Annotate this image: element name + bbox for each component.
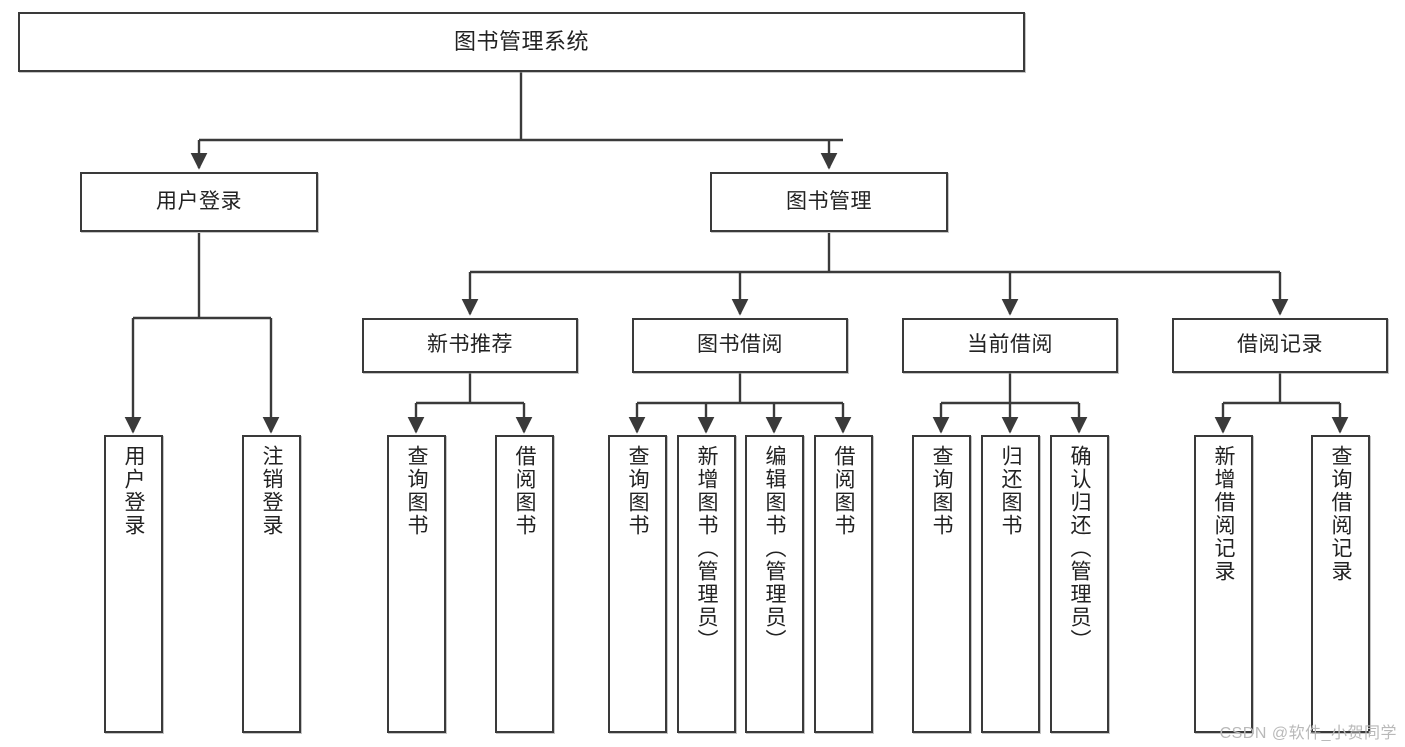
node-label: 查询图书 [405,445,428,537]
leaf-current-return-book[interactable]: 归还图书 [981,435,1040,733]
node-label: 图书管理系统 [453,29,589,55]
node-label: 编辑图书（管理员） [763,445,786,652]
node-book-borrow[interactable]: 图书借阅 [632,318,848,373]
leaf-current-query-book[interactable]: 查询图书 [912,435,971,733]
node-label: 注销登录 [260,445,283,537]
leaf-new-book-query[interactable]: 查询图书 [387,435,446,733]
node-label: 图书管理 [786,189,872,213]
node-label: 当前借阅 [967,333,1053,357]
node-user-login[interactable]: 用户登录 [80,172,318,232]
node-label: 用户登录 [122,445,145,537]
leaf-borrow-query-book[interactable]: 查询图书 [608,435,667,733]
leaf-logout[interactable]: 注销登录 [242,435,301,733]
node-borrow-record[interactable]: 借阅记录 [1172,318,1388,373]
node-label: 查询图书 [626,445,649,537]
node-new-book-recommend[interactable]: 新书推荐 [362,318,578,373]
csdn-watermark: CSDN @软件_小贺同学 [1219,725,1397,742]
node-label: 借阅图书 [832,445,855,537]
node-label: 归还图书 [999,445,1022,537]
node-label: 借阅图书 [513,445,536,537]
node-label: 用户登录 [156,189,242,213]
leaf-borrow-borrow-book[interactable]: 借阅图书 [814,435,873,733]
leaf-record-add[interactable]: 新增借阅记录 [1194,435,1253,733]
leaf-record-query[interactable]: 查询借阅记录 [1311,435,1370,733]
node-label: 查询图书 [930,445,953,537]
leaf-borrow-edit-book-admin[interactable]: 编辑图书（管理员） [745,435,804,733]
node-current-borrow[interactable]: 当前借阅 [902,318,1118,373]
leaf-new-book-borrow[interactable]: 借阅图书 [495,435,554,733]
leaf-borrow-add-book-admin[interactable]: 新增图书（管理员） [677,435,736,733]
node-label: 新增图书（管理员） [695,445,718,652]
node-root-system[interactable]: 图书管理系统 [18,12,1025,72]
node-label: 查询借阅记录 [1329,445,1352,583]
leaf-user-login[interactable]: 用户登录 [104,435,163,733]
node-label: 新书推荐 [427,333,513,357]
node-label: 新增借阅记录 [1212,445,1235,583]
node-book-management[interactable]: 图书管理 [710,172,948,232]
node-label: 确认归还（管理员） [1068,445,1091,652]
leaf-current-confirm-return-admin[interactable]: 确认归还（管理员） [1050,435,1109,733]
node-label: 图书借阅 [697,333,783,357]
node-label: 借阅记录 [1237,333,1323,357]
